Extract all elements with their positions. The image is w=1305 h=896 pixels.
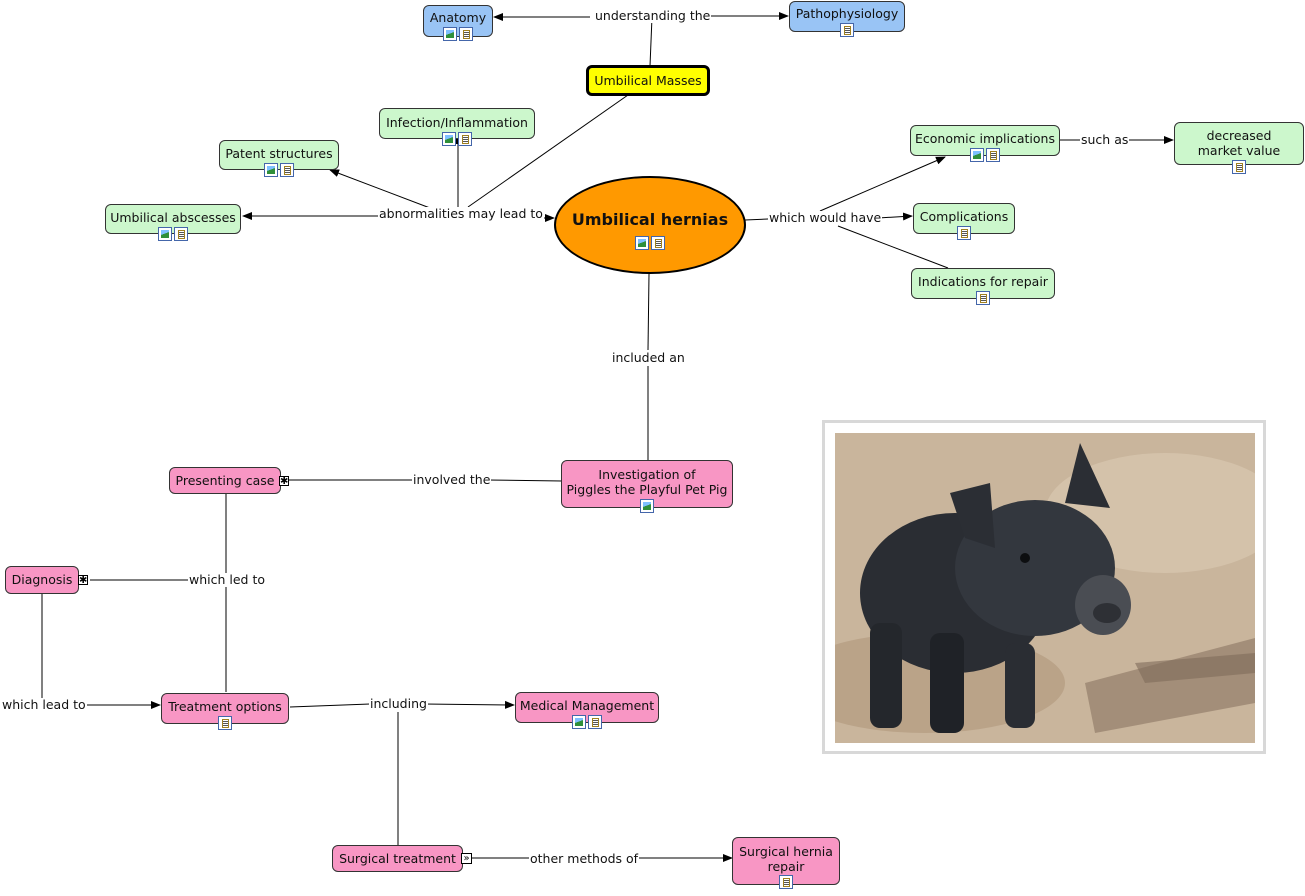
- document-icon[interactable]: [280, 163, 294, 177]
- link-line: [878, 216, 912, 218]
- link-label-involved-the: involved the: [412, 473, 491, 487]
- document-icon[interactable]: [458, 132, 472, 146]
- image-icon[interactable]: [635, 236, 649, 250]
- concept-indications-label: Indications for repair: [912, 274, 1054, 289]
- concept-indications-for-repair[interactable]: Indications for repair: [911, 268, 1055, 299]
- concept-investigation[interactable]: Investigation of Piggles the Playful Pet…: [561, 460, 733, 508]
- link-line: [648, 274, 649, 350]
- concept-umbilical-masses-label: Umbilical Masses: [589, 73, 707, 88]
- image-icon[interactable]: [572, 715, 586, 729]
- document-icon[interactable]: [588, 715, 602, 729]
- concept-market-value-label: decreased market value: [1191, 128, 1287, 158]
- concept-pathophysiology[interactable]: Pathophysiology: [789, 1, 905, 32]
- concept-umbilical-hernias[interactable]: Umbilical hernias: [554, 176, 746, 274]
- pig-illustration: [835, 433, 1255, 743]
- concept-infection-inflammation[interactable]: Infection/Inflammation: [379, 108, 535, 139]
- concept-complications[interactable]: Complications: [913, 203, 1015, 234]
- image-icon[interactable]: [442, 132, 456, 146]
- link-line: [488, 480, 562, 481]
- concept-decreased-market-value[interactable]: decreased market value: [1174, 122, 1304, 165]
- concept-treatment-options[interactable]: Treatment options: [161, 693, 289, 724]
- concept-treatment-label: Treatment options: [162, 699, 288, 714]
- link-line: [650, 17, 652, 66]
- link-label-would-have: which would have: [768, 211, 882, 225]
- document-icon[interactable]: [651, 236, 665, 250]
- concept-complications-label: Complications: [914, 209, 1014, 224]
- expand-icon[interactable]: ✱: [279, 476, 289, 486]
- image-icon[interactable]: [640, 499, 654, 513]
- concept-diagnosis[interactable]: Diagnosis: [5, 566, 79, 594]
- link-label-which-lead-to: which lead to: [1, 698, 87, 712]
- concept-economic-implications[interactable]: Economic implications: [910, 125, 1060, 156]
- concept-presenting-label: Presenting case: [170, 473, 280, 488]
- image-icon[interactable]: [970, 148, 984, 162]
- link-label-such-as: such as: [1080, 133, 1129, 147]
- document-icon[interactable]: [976, 291, 990, 305]
- link-line: [330, 170, 430, 208]
- concept-patent-label: Patent structures: [220, 146, 338, 161]
- concept-surgical-label: Surgical treatment: [333, 851, 462, 866]
- expand-icon[interactable]: ✱: [78, 575, 88, 585]
- document-icon[interactable]: [840, 23, 854, 37]
- concept-pathophysiology-label: Pathophysiology: [790, 6, 904, 21]
- concept-anatomy[interactable]: Anatomy: [423, 5, 493, 37]
- document-icon[interactable]: [779, 875, 793, 889]
- concept-investigation-line2: Piggles the Playful Pet Pig: [562, 482, 732, 497]
- concept-investigation-line1: Investigation of: [562, 467, 732, 482]
- link-label-other-methods: other methods of: [529, 852, 639, 866]
- document-icon[interactable]: [1232, 160, 1246, 174]
- concept-diagnosis-label: Diagnosis: [6, 572, 78, 587]
- photo-frame: [822, 420, 1266, 754]
- concept-patent-structures[interactable]: Patent structures: [219, 140, 339, 170]
- image-icon[interactable]: [443, 27, 457, 41]
- concept-presenting-case[interactable]: Presenting case: [169, 467, 281, 494]
- link-line: [745, 219, 768, 220]
- concept-anatomy-label: Anatomy: [424, 10, 492, 25]
- link-label-which-led-to: which led to: [188, 573, 266, 587]
- concept-surgical-treatment[interactable]: Surgical treatment: [332, 845, 463, 872]
- document-icon[interactable]: [218, 716, 232, 730]
- document-icon[interactable]: [174, 227, 188, 241]
- link-line: [290, 704, 370, 707]
- document-icon[interactable]: [459, 27, 473, 41]
- concept-hernias-label: Umbilical hernias: [556, 212, 744, 227]
- submap-icon[interactable]: »: [461, 853, 472, 864]
- link-label-included-an: included an: [611, 351, 686, 365]
- link-label-including: including: [369, 697, 428, 711]
- concept-infection-label: Infection/Inflammation: [380, 115, 534, 130]
- image-icon[interactable]: [158, 227, 172, 241]
- concept-economic-label: Economic implications: [911, 131, 1059, 146]
- link-label-abnormalities: abnormalities may lead to: [378, 207, 544, 221]
- concept-hernia-repair-label: Surgical hernia repair: [733, 844, 839, 874]
- image-icon[interactable]: [264, 163, 278, 177]
- concept-surgical-hernia-repair[interactable]: Surgical hernia repair: [732, 837, 840, 885]
- document-icon[interactable]: [957, 226, 971, 240]
- concept-abscesses-label: Umbilical abscesses: [106, 210, 240, 225]
- concept-umbilical-abscesses[interactable]: Umbilical abscesses: [105, 204, 241, 234]
- link-line: [424, 704, 514, 705]
- concept-medical-management[interactable]: Medical Management: [515, 692, 659, 723]
- link-label-understanding: understanding the: [594, 9, 711, 23]
- black-pig-photo: [835, 433, 1255, 743]
- document-icon[interactable]: [986, 148, 1000, 162]
- concept-umbilical-masses[interactable]: Umbilical Masses: [586, 65, 710, 96]
- concept-medical-label: Medical Management: [516, 698, 658, 713]
